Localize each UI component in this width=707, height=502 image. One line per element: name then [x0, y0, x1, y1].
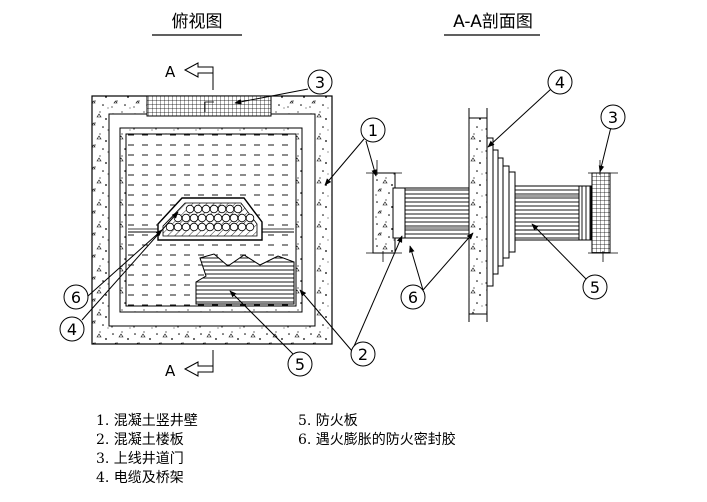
callout-4-plan: 4: [59, 316, 85, 342]
legend-item-3: 3. 上线井道门: [96, 451, 184, 467]
cable-circle: [229, 222, 239, 232]
cable-circle: [221, 222, 231, 232]
section-mark-bottom: A: [165, 350, 214, 380]
callout-3-plan: 3: [307, 69, 333, 95]
legend-item-1: 1. 混凝土竖井壁: [96, 413, 198, 429]
section-mark-top: A: [165, 62, 214, 90]
cable-circle: [213, 213, 223, 223]
cable-circle: [205, 222, 215, 232]
cable-circle: [197, 213, 207, 223]
legend-item-6: 6. 遇火膨胀的防火密封胶: [298, 432, 456, 448]
plan-view-title: 俯视图: [152, 12, 242, 36]
cable-circle: [225, 204, 235, 214]
cable-circle: [181, 222, 191, 232]
plan-view: A A: [91, 62, 333, 380]
section-central-slab: [468, 117, 488, 315]
cable-circle: [237, 222, 247, 232]
svg-text:6: 6: [408, 288, 418, 307]
cable-circle: [173, 222, 183, 232]
cable-circle: [181, 213, 191, 223]
section-cable-tray: [486, 137, 516, 287]
svg-text:6: 6: [71, 288, 81, 307]
legend-item-4: 4. 电缆及桥架: [96, 470, 184, 486]
legend-left: 1. 混凝土竖井壁 2. 混凝土楼板 3. 上线井道门 4. 电缆及桥架: [96, 412, 198, 488]
svg-text:5: 5: [295, 355, 305, 374]
callout-5-plan: 5: [287, 351, 313, 377]
section-left-wall: [372, 172, 396, 254]
cable-circle: [233, 204, 243, 214]
callout-6-plan: 6: [63, 284, 89, 310]
callout-3-section: 3: [600, 104, 626, 130]
svg-text:4: 4: [555, 73, 565, 92]
cable-circle: [205, 213, 215, 223]
leader-lines: [81, 88, 612, 358]
callout-4-section: 4: [547, 69, 573, 95]
section-fire-board-right: [514, 185, 580, 241]
legend-right: 5. 防火板 6. 遇火膨胀的防火密封胶: [298, 412, 456, 450]
section-view: [366, 108, 618, 322]
callout-1-plan: 1: [360, 117, 386, 143]
cable-circle: [245, 222, 255, 232]
cable-circle: [193, 204, 203, 214]
cable-circle: [201, 204, 211, 214]
cable-circle: [245, 213, 255, 223]
cable-circle: [221, 213, 231, 223]
cable-circle: [213, 222, 223, 232]
legend-item-2: 2. 混凝土楼板: [96, 432, 184, 448]
callout-6-section: 6: [400, 284, 426, 310]
callout-2: 2: [350, 341, 376, 367]
section-fire-board-left: [404, 187, 470, 239]
cable-circle: [237, 213, 247, 223]
fire-board: [195, 253, 295, 305]
svg-text:2: 2: [358, 345, 368, 364]
svg-text:俯视图: 俯视图: [172, 12, 223, 32]
svg-text:A: A: [165, 362, 176, 380]
cable-circle: [185, 204, 195, 214]
svg-text:3: 3: [608, 108, 618, 127]
cable-circle: [217, 204, 227, 214]
svg-text:4: 4: [67, 320, 77, 339]
cable-circle: [229, 213, 239, 223]
cable-circle: [189, 222, 199, 232]
shaft-access-door: [146, 95, 272, 117]
section-right-door: [591, 172, 611, 254]
svg-text:5: 5: [590, 278, 600, 297]
svg-text:A-A剖面图: A-A剖面图: [453, 12, 533, 32]
svg-text:1: 1: [368, 121, 378, 140]
callout-5-section: 5: [582, 274, 608, 300]
cable-circle: [197, 222, 207, 232]
legend-item-5: 5. 防火板: [298, 413, 358, 429]
svg-text:3: 3: [315, 73, 325, 92]
cable-circle: [209, 204, 219, 214]
section-view-title: A-A剖面图: [444, 12, 540, 36]
cable-circle: [189, 213, 199, 223]
svg-text:A: A: [165, 63, 176, 81]
